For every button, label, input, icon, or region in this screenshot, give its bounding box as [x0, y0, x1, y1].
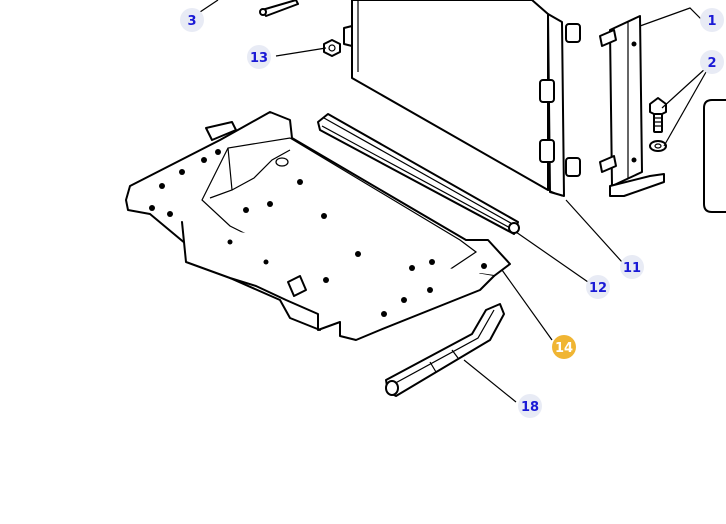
callout-12[interactable]: 12 — [586, 275, 610, 299]
callout-2[interactable]: 2 — [700, 50, 724, 74]
callout-label-1: 1 — [707, 14, 716, 29]
callout-3[interactable]: 3 — [180, 8, 204, 32]
callout-label-18: 18 — [521, 400, 539, 415]
bracket-part-3 — [259, 0, 299, 17]
washer-2 — [649, 140, 667, 152]
hose-18 — [385, 303, 505, 397]
callout-label-2: 2 — [707, 56, 716, 71]
callout-14[interactable]: 14 — [552, 335, 576, 359]
side-panel — [703, 99, 726, 213]
callout-label-13: 13 — [250, 51, 268, 66]
seal-strip-12 — [317, 113, 520, 235]
callout-13[interactable]: 13 — [247, 45, 271, 69]
callout-label-12: 12 — [589, 281, 607, 296]
leader-lines — [199, 0, 707, 403]
callout-11[interactable]: 11 — [620, 255, 644, 279]
callout-18[interactable]: 18 — [518, 394, 542, 418]
callout-label-11: 11 — [623, 261, 641, 276]
callout-label-14: 14 — [555, 341, 573, 356]
bolt-1 — [649, 97, 667, 133]
callout-label-3: 3 — [187, 14, 196, 29]
nut-13 — [323, 39, 341, 57]
frame-tray — [125, 111, 511, 341]
radiator — [343, 0, 581, 197]
side-bracket — [599, 15, 665, 197]
callout-1[interactable]: 1 — [700, 8, 724, 32]
